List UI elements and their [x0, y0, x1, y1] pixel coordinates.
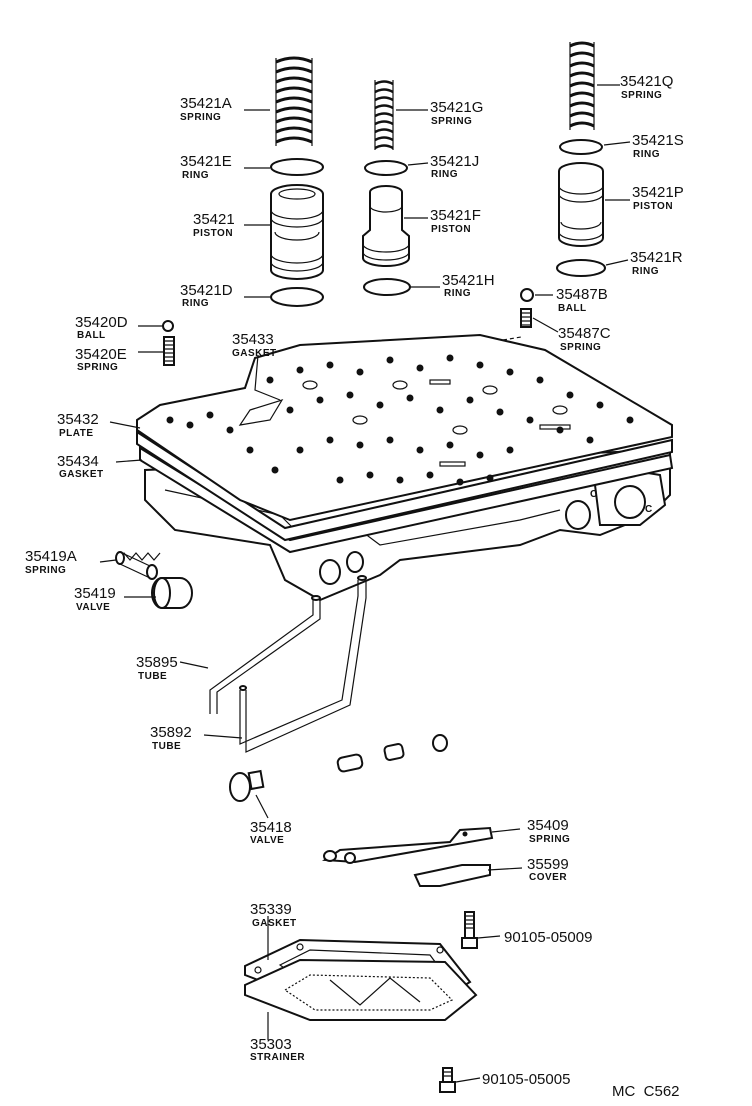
- label-35303-name: STRAINER: [250, 1052, 305, 1063]
- tube-35895-drawing: [209, 595, 321, 714]
- spring-35409-drawing: [321, 826, 494, 864]
- ring-35421D-drawing: [270, 287, 324, 307]
- spring-35421Q-drawing: [569, 41, 595, 130]
- label-35434-number: 35434: [57, 453, 99, 470]
- housing-mark-c1: C: [590, 489, 598, 500]
- leader-lines: [99, 84, 631, 1083]
- label-35421H-number: 35421H: [442, 272, 495, 289]
- valve-35418-drawing: [229, 734, 448, 802]
- label-35420D-name: BALL: [77, 330, 106, 341]
- ring-35421R-drawing: [556, 259, 606, 277]
- label-35339-number: 35339: [250, 901, 292, 918]
- ring-35421J-drawing: [364, 160, 408, 176]
- label-35421-number: 35421: [193, 211, 235, 228]
- label-35420D-number: 35420D: [75, 314, 128, 331]
- label-35487B-name: BALL: [558, 303, 587, 314]
- label-35419-name: VALVE: [76, 602, 110, 613]
- label-35895-name: TUBE: [138, 671, 167, 682]
- spring-35420E-drawing: [163, 336, 175, 366]
- label-35892-name: TUBE: [152, 741, 181, 752]
- ring-35421E-drawing: [270, 158, 324, 176]
- piston-35421F-drawing: [362, 185, 410, 267]
- spring-35419A-drawing: [115, 551, 161, 580]
- label-35433-name: GASKET: [232, 348, 277, 359]
- label-35892-number: 35892: [150, 724, 192, 741]
- label-35421F-number: 35421F: [430, 207, 481, 224]
- label-35409-name: SPRING: [529, 834, 570, 845]
- label-35599-name: COVER: [529, 872, 567, 883]
- tube-35892-drawing: [239, 575, 367, 753]
- diagram-code: MC C562: [612, 1083, 680, 1100]
- housing-mark-c2: C: [645, 504, 653, 515]
- label-35421D-name: RING: [182, 298, 209, 309]
- bolt-90105-05005-drawing: [439, 1067, 456, 1093]
- label-35421P-name: PISTON: [633, 201, 673, 212]
- label-90105-05005-number: 90105-05005: [482, 1071, 570, 1088]
- label-35419A-name: SPRING: [25, 565, 66, 576]
- label-35303-number: 35303: [250, 1036, 292, 1053]
- label-35421P-number: 35421P: [632, 184, 684, 201]
- valve-body-housing-drawing: C C: [136, 333, 674, 602]
- label-35420E-name: SPRING: [77, 362, 118, 373]
- label-35487C-name: SPRING: [560, 342, 601, 353]
- label-35421J-name: RING: [431, 169, 458, 180]
- ring-35421H-drawing: [363, 278, 411, 296]
- ball-35420D-drawing: [162, 320, 174, 332]
- label-35421Q-number: 35421Q: [620, 73, 673, 90]
- label-35339-name: GASKET: [252, 918, 297, 929]
- part-labels: 35421A SPRING 35421E RING 35421 PISTON 3…: [25, 73, 684, 1100]
- label-35418-name: VALVE: [250, 835, 284, 846]
- label-35421A-number: 35421A: [180, 95, 232, 112]
- label-35421E-number: 35421E: [180, 153, 232, 170]
- cover-35599-drawing: [413, 864, 491, 887]
- piston-35421P-drawing: [558, 162, 604, 247]
- label-35432-name: PLATE: [59, 428, 94, 439]
- label-35421G-number: 35421G: [430, 99, 483, 116]
- ring-35421S-drawing: [559, 139, 603, 155]
- label-35421E-name: RING: [182, 170, 209, 181]
- label-35421-name: PISTON: [193, 228, 233, 239]
- label-35419-number: 35419: [74, 585, 116, 602]
- ball-35487B-drawing: [520, 288, 534, 302]
- label-35599-number: 35599: [527, 856, 569, 873]
- label-35421A-name: SPRING: [180, 112, 221, 123]
- label-35421G-name: SPRING: [431, 116, 472, 127]
- label-35421D-number: 35421D: [180, 282, 233, 299]
- label-35421Q-name: SPRING: [621, 90, 662, 101]
- label-35421R-number: 35421R: [630, 249, 683, 266]
- label-35487C-number: 35487C: [558, 325, 611, 342]
- spring-35421A-drawing: [275, 56, 313, 146]
- spring-35421G-drawing: [374, 80, 394, 150]
- label-35420E-number: 35420E: [75, 346, 127, 363]
- label-35421S-number: 35421S: [632, 132, 684, 149]
- valve-35419-drawing: [151, 577, 193, 609]
- label-90105-05009-number: 90105-05009: [504, 929, 592, 946]
- label-35432-number: 35432: [57, 411, 99, 428]
- label-35434-name: GASKET: [59, 469, 104, 480]
- label-35419A-number: 35419A: [25, 548, 77, 565]
- label-35421H-name: RING: [444, 288, 471, 299]
- strainer-35303-drawing: [244, 958, 478, 1021]
- label-35421R-name: RING: [632, 266, 659, 277]
- spring-35487C-drawing: [520, 308, 532, 328]
- label-35421F-name: PISTON: [431, 224, 471, 235]
- label-35421S-name: RING: [633, 149, 660, 160]
- label-35421J-number: 35421J: [430, 153, 479, 170]
- bolt-90105-05009-drawing: [461, 911, 478, 949]
- piston-35421-drawing: [270, 184, 324, 280]
- label-35418-number: 35418: [250, 819, 292, 836]
- label-35487B-number: 35487B: [556, 286, 608, 303]
- label-35895-number: 35895: [136, 654, 178, 671]
- label-35433-number: 35433: [232, 331, 274, 348]
- label-35409-number: 35409: [527, 817, 569, 834]
